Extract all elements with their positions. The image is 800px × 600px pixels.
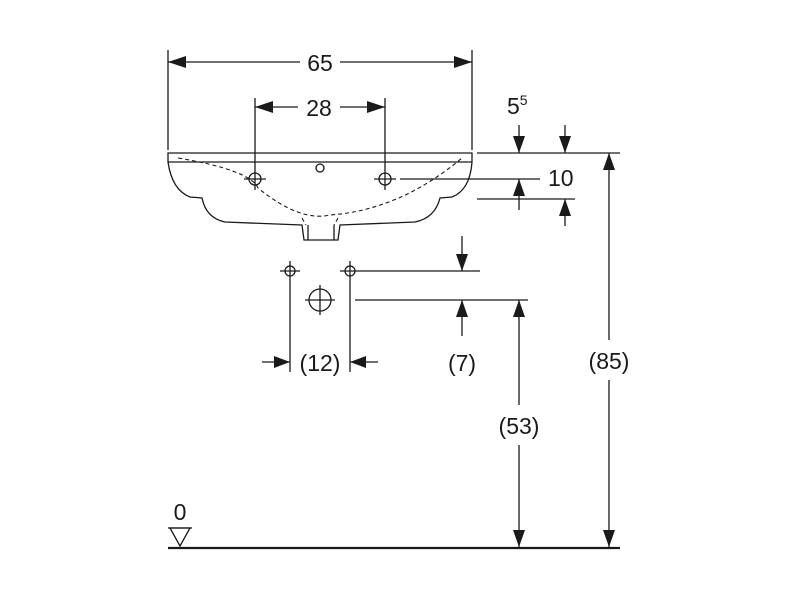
- washbasin-outline: [167, 152, 473, 241]
- waste-outlet: [305, 285, 528, 315]
- dimension-waste-spacing-label: (12): [300, 350, 341, 376]
- waste-connection-left: [280, 261, 300, 372]
- dimension-waste-height: (53): [499, 300, 540, 547]
- dimension-waste-height-label: (53): [499, 413, 540, 439]
- dimension-rim-height: 10: [400, 165, 575, 226]
- dimension-rim-offset-label: 55: [507, 92, 528, 119]
- dimension-overall-width: 65: [167, 50, 473, 150]
- dimension-overall-width-label: 65: [307, 50, 333, 76]
- dimension-waste-offset: (7): [448, 236, 476, 376]
- dimension-total-height-label: (85): [589, 348, 630, 374]
- overflow-hole: [315, 163, 325, 173]
- dimension-rim-height-label: 10: [548, 165, 574, 191]
- dimension-rim-offset-base: 5: [507, 93, 520, 119]
- dimension-tap-hole-spacing-label: 28: [306, 95, 332, 121]
- tap-hole-right: [374, 168, 396, 190]
- dimension-rim-offset-sup: 5: [520, 92, 528, 108]
- dimension-waste-offset-label: (7): [448, 350, 476, 376]
- dimension-tap-hole-spacing: 28: [254, 95, 386, 168]
- dimension-total-height: (85): [589, 153, 630, 547]
- tap-hole-left: [244, 168, 266, 190]
- dimension-waste-spacing: (12): [262, 350, 378, 376]
- dimension-rim-offset: 55: [477, 92, 620, 154]
- floor-level-label: 0: [174, 499, 187, 525]
- waste-connection-right: [340, 261, 480, 372]
- floor-level-marker: 0: [168, 499, 620, 550]
